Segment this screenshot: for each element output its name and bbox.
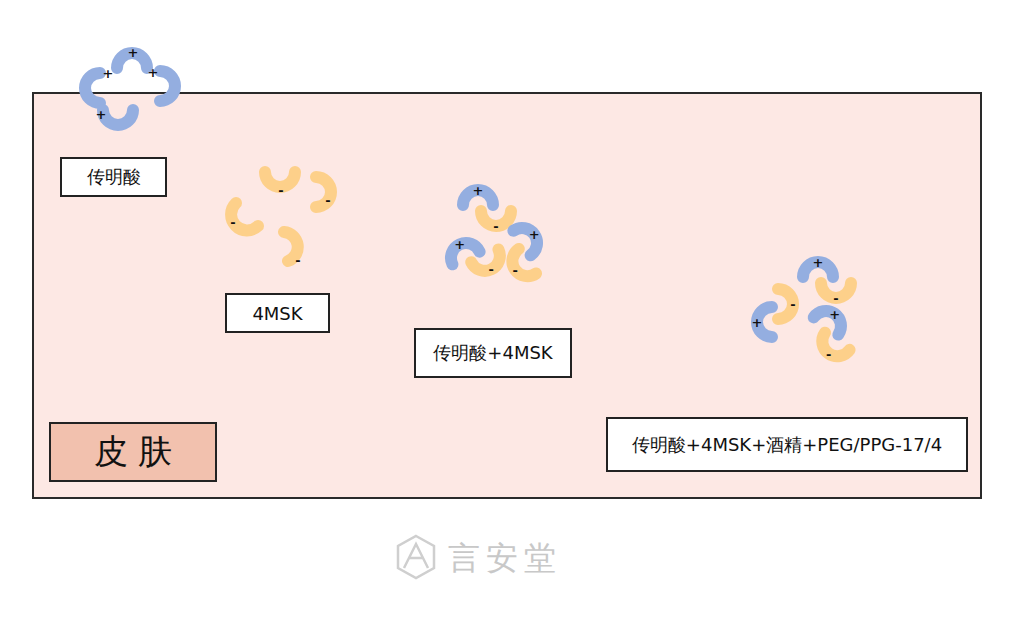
charge-sign: - (493, 220, 498, 233)
molecule-pair (757, 289, 793, 337)
box-label: 传明酸+4MSK+酒精+PEG/PPG-17/4 (632, 433, 942, 457)
watermark: 言安堂 (448, 542, 562, 574)
box-label: 皮 肤 (94, 429, 173, 475)
charge-sign: + (829, 307, 840, 320)
charge-sign: - (826, 347, 831, 360)
charge-sign: + (96, 108, 107, 121)
charge-sign: + (473, 184, 484, 197)
molecule-arc (231, 203, 258, 230)
label-box: 4MSK (225, 293, 330, 333)
molecule-pair (803, 262, 851, 298)
molecule-arc (160, 71, 175, 101)
label-box: 传明酸+4MSK (414, 328, 572, 378)
molecule-arc (316, 177, 331, 207)
charge-sign: + (454, 238, 465, 251)
charge-sign: + (148, 66, 159, 79)
molecule-pair (463, 190, 511, 226)
molecule-arc (507, 249, 536, 282)
charge-sign: - (278, 184, 283, 197)
watermark-logo (398, 536, 434, 578)
molecule-arc (85, 73, 100, 103)
charge-sign: + (529, 228, 540, 241)
charge-sign: + (813, 256, 824, 269)
box-label: 传明酸+4MSK (433, 341, 552, 365)
molecule-pair (446, 230, 505, 283)
label-box: 传明酸 (60, 157, 167, 197)
molecule-pair (496, 222, 553, 282)
charge-sign: - (790, 298, 795, 311)
label-box: 传明酸+4MSK+酒精+PEG/PPG-17/4 (606, 417, 968, 472)
charge-sign: - (325, 194, 330, 207)
molecule-pair (802, 305, 862, 362)
molecule-arc (471, 249, 505, 275)
box-label: 传明酸 (87, 165, 141, 189)
charge-sign: + (103, 67, 114, 80)
molecule-arc (816, 333, 849, 362)
charge-sign: + (128, 46, 139, 59)
charge-sign: + (752, 316, 763, 329)
charge-sign: - (295, 254, 300, 267)
charge-sign: - (833, 292, 838, 305)
charge-sign: - (488, 263, 493, 276)
charge-sign: - (230, 216, 235, 229)
skin-label-box: 皮 肤 (49, 422, 217, 482)
box-label: 4MSK (252, 303, 302, 324)
molecule-arc (103, 110, 133, 125)
charge-sign: - (512, 263, 517, 276)
